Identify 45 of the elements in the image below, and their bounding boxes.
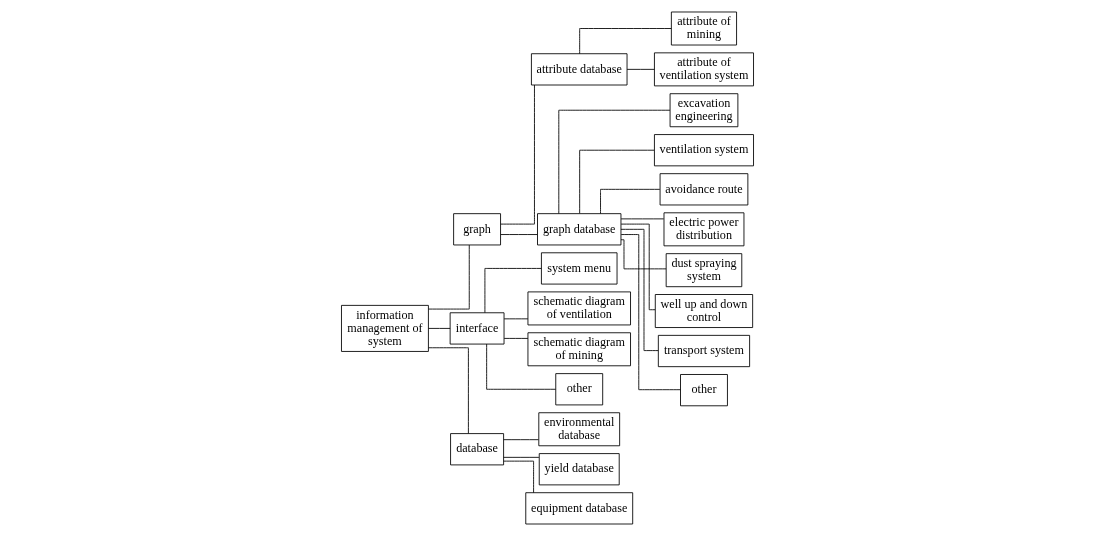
connector	[620, 234, 681, 391]
connector	[503, 460, 535, 494]
connector	[486, 343, 557, 390]
connector	[428, 244, 470, 310]
node-box: other	[680, 374, 728, 407]
connector	[503, 439, 539, 441]
node-box: ventilation system	[654, 134, 754, 167]
connector	[579, 28, 672, 55]
node-box: database	[450, 433, 505, 466]
connector	[503, 337, 529, 339]
node-box: interface	[449, 312, 505, 345]
connector	[484, 268, 542, 314]
node-box: yield database	[538, 453, 620, 486]
node-box: system menu	[540, 252, 618, 285]
node-box: information management of system	[341, 304, 429, 352]
connector	[500, 84, 535, 225]
node-box: attribute database	[531, 53, 628, 86]
node-box: attribute of mining	[670, 11, 737, 46]
connector	[503, 318, 529, 320]
connector	[428, 328, 451, 329]
node-box: environmental database	[538, 412, 621, 447]
connector	[620, 228, 659, 351]
node-box: equipment database	[525, 492, 634, 525]
connector	[620, 218, 665, 220]
connector	[626, 68, 655, 70]
node-box: avoidance route	[659, 173, 749, 206]
connector	[428, 347, 469, 434]
node-box: schematic diagram of ventilation	[527, 291, 631, 326]
node-box: transport system	[657, 334, 751, 368]
node-box: dust spraying system	[665, 253, 743, 288]
connector	[579, 149, 655, 214]
node-box: schematic diagram of mining	[527, 332, 631, 367]
connector	[503, 456, 540, 458]
connector	[620, 239, 667, 270]
node-box: well up and down control	[654, 294, 754, 328]
connector	[500, 234, 538, 235]
node-box: graph	[453, 213, 501, 246]
node-box: electric power distribution	[663, 212, 745, 247]
connector	[620, 223, 656, 311]
node-box: excavation engineering	[669, 93, 739, 128]
connector	[558, 109, 671, 214]
node-box: attribute of ventilation system	[654, 52, 754, 87]
node-box: graph database	[537, 213, 622, 246]
node-box: other	[555, 373, 604, 406]
connector	[600, 188, 661, 214]
